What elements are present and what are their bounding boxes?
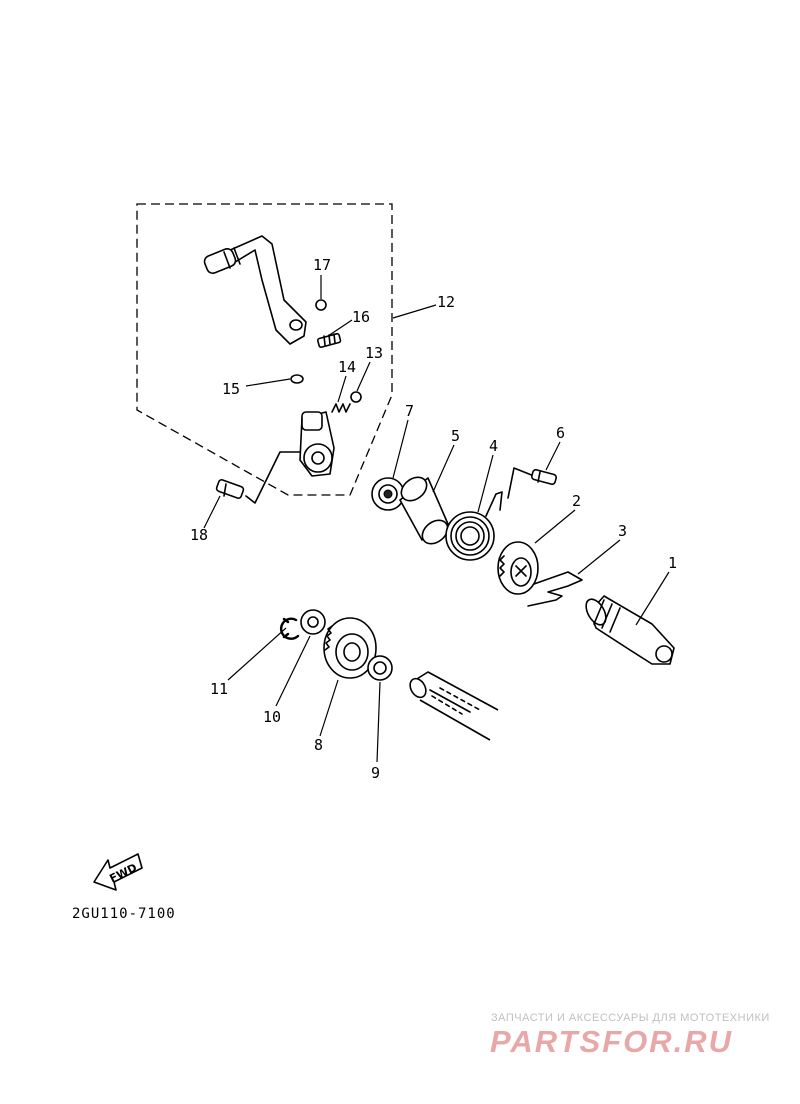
leader-5 — [432, 444, 455, 493]
part-label-13: 13 — [365, 344, 383, 362]
assembly-boundary-12 — [136, 203, 393, 496]
leader-3 — [577, 539, 621, 575]
main-axle-shaft — [409, 671, 499, 741]
part-label-18: 18 — [190, 526, 208, 544]
part-7-bearing[interactable] — [371, 477, 405, 511]
part-16-bolt[interactable] — [316, 332, 342, 349]
leader-15 — [245, 378, 291, 387]
leader-16 — [327, 319, 353, 337]
part-label-5: 5 — [451, 427, 460, 445]
part-1-kick-shaft[interactable] — [582, 595, 675, 665]
leader-13 — [356, 361, 371, 392]
leader-12 — [392, 304, 437, 319]
part-10-washer[interactable] — [300, 609, 326, 635]
part-15-o-ring[interactable] — [290, 374, 304, 384]
watermark-logo: PARTSFOR.RU — [490, 1024, 733, 1059]
watermark-tagline: ЗАПЧАСТИ И АКСЕССУАРЫ ДЛЯ МОТОТЕХНИКИ — [491, 1012, 770, 1024]
part-label-1: 1 — [668, 554, 677, 572]
leader-9 — [376, 681, 381, 763]
part-label-7: 7 — [405, 402, 414, 420]
part-label-9: 9 — [371, 764, 380, 782]
part-label-6: 6 — [556, 424, 565, 442]
part-13-ball[interactable] — [350, 391, 362, 403]
leader-10 — [275, 635, 311, 707]
part-8-idle-gear[interactable] — [323, 617, 377, 679]
part-label-12: 12 — [437, 293, 455, 311]
part-label-8: 8 — [314, 736, 323, 754]
kick-boss[interactable] — [299, 411, 335, 477]
part-label-17: 17 — [313, 256, 331, 274]
part-label-4: 4 — [489, 437, 498, 455]
part-14-spring[interactable] — [331, 403, 351, 413]
part-2-ratchet-wheel[interactable] — [497, 541, 539, 595]
part-4-torsion-spring[interactable] — [445, 491, 503, 561]
leader-7 — [392, 419, 409, 479]
leader-8 — [319, 679, 339, 737]
part-3-clip[interactable] — [527, 571, 583, 607]
leader-14 — [337, 375, 347, 403]
leader-18 — [203, 495, 221, 529]
leader-18-connector — [245, 451, 301, 504]
leader-4 — [477, 454, 494, 513]
leader-6 — [545, 441, 561, 471]
part-label-2: 2 — [572, 492, 581, 510]
part-label-3: 3 — [618, 522, 627, 540]
part-17-cap[interactable] — [315, 299, 327, 311]
leader-2 — [534, 509, 576, 544]
part-label-16: 16 — [352, 308, 370, 326]
part-5-collar[interactable] — [397, 473, 452, 549]
part-11-circlip[interactable] — [279, 617, 300, 640]
diagram-code: 2GU110-7100 — [72, 906, 176, 922]
part-label-14: 14 — [338, 358, 356, 376]
leader-1 — [635, 571, 670, 626]
leader-6-connector — [507, 467, 535, 499]
part-label-11: 11 — [210, 680, 228, 698]
part-label-15: 15 — [222, 380, 240, 398]
part-label-10: 10 — [263, 708, 281, 726]
part-18-bolt[interactable] — [215, 478, 245, 500]
kick-crank-lever[interactable] — [203, 235, 307, 345]
part-6-pin[interactable] — [530, 468, 558, 486]
leader-11 — [227, 627, 287, 681]
part-9-washer[interactable] — [367, 655, 393, 681]
fwd-arrow-icon: FWD — [93, 853, 143, 891]
